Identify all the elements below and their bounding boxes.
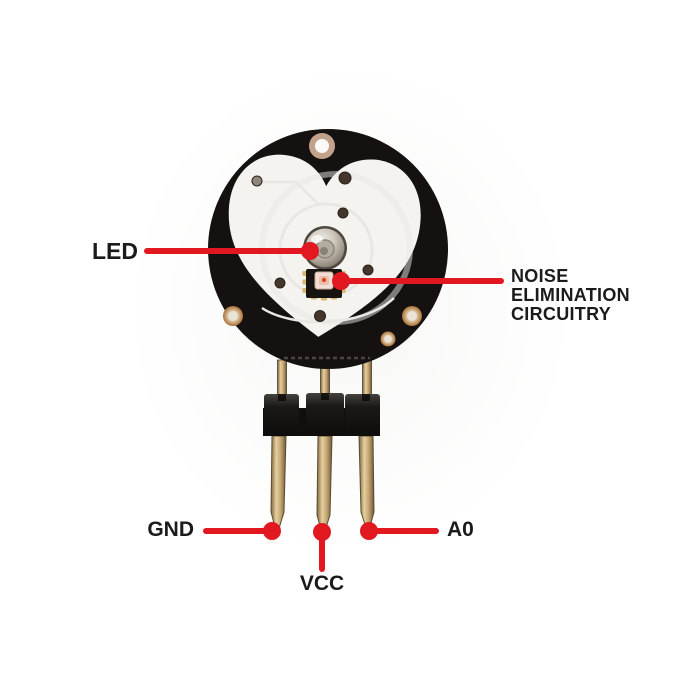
led-callout-dot [301,242,319,260]
led-label: LED [92,238,138,264]
header-block [263,393,380,436]
solder-hole-right-center [407,311,417,321]
noise-callout-line [341,278,504,284]
header-notch-right [362,394,370,401]
noise-callout-dot [332,272,350,290]
header-cube-center [306,393,344,436]
a0-callout-line [369,528,439,534]
via [337,207,349,219]
vias [251,171,374,322]
led-callout-line [144,248,311,254]
a0-label: A0 [447,518,474,541]
via [362,264,374,276]
via [338,171,352,185]
pin-vcc [316,435,333,539]
pin-stub-left [277,359,287,397]
solder-holes [223,306,422,347]
vcc-label: VCC [299,572,345,595]
header-notch-center [321,393,329,400]
header-pins [270,435,375,539]
header-cube-left [264,394,299,436]
noise-elimination-label: NOISE ELIMINATION CIRCUITRY [511,266,630,324]
via [274,277,286,289]
via [314,310,326,322]
solder-hole-left-center [228,311,238,321]
vcc-callout-dot [313,523,331,541]
a0-callout-dot [360,522,378,540]
gnd-callout-dot [263,522,281,540]
gnd-callout-line [203,528,272,534]
header-notch-left [278,394,286,401]
solder-hole-small-center [384,335,392,343]
pin-a0 [358,435,375,536]
mounting-hole-top [309,133,335,159]
header-cube-right [345,394,380,436]
via [251,175,263,187]
pin-gnd [270,435,287,537]
ic-sensor-die [321,277,327,283]
vcc-callout-line [319,532,325,572]
pin-stub-right [362,359,372,397]
led-glint [311,235,323,243]
gnd-label: GND [147,518,194,541]
